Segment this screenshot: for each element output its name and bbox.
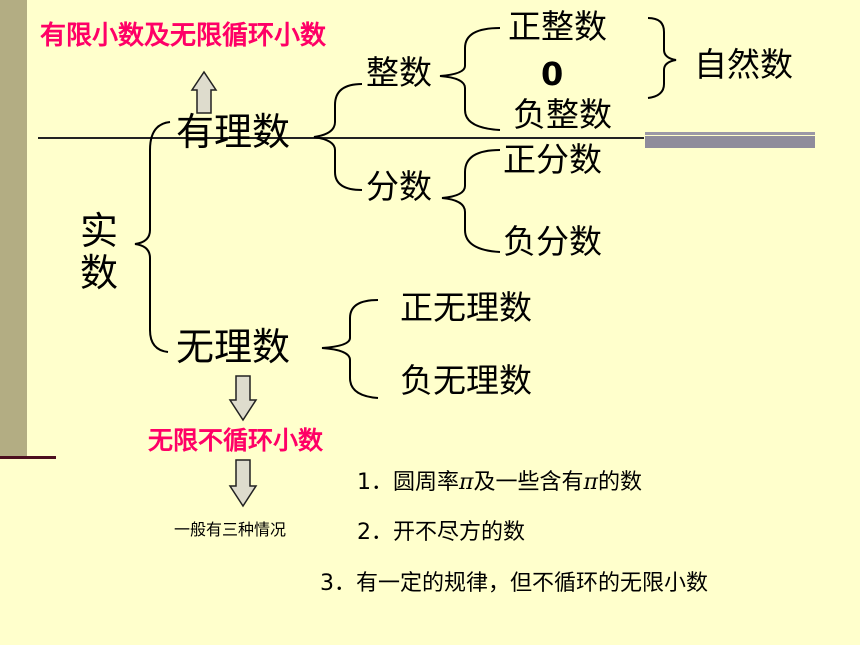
down-arrow-icon [228, 375, 258, 422]
negative-irrational-label: 负无理数 [400, 361, 532, 400]
positive-integer-label: 正整数 [508, 7, 607, 46]
sidebar-bar [0, 0, 27, 456]
case-1: 1．圆周率π及一些含有π的数 [357, 470, 642, 495]
case-2: 2．开不尽方的数 [357, 520, 525, 545]
natural-number-label: 自然数 [694, 45, 793, 84]
positive-irrational-label: 正无理数 [400, 288, 532, 327]
fraction-label: 分数 [366, 167, 432, 206]
top-note: 有限小数及无限循环小数 [40, 21, 327, 51]
natural-brace [647, 17, 677, 99]
integer-label: 整数 [366, 53, 432, 92]
negative-integer-label: 负整数 [513, 95, 612, 134]
irrational-label: 无理数 [176, 325, 291, 369]
rational-label: 有理数 [176, 110, 291, 154]
case-3: 3．有一定的规律，但不循环的无限小数 [320, 571, 708, 596]
horizontal-rule [38, 137, 644, 139]
real-number-label-1: 实 [80, 209, 119, 253]
fraction-brace [441, 149, 501, 253]
zero-label: 0 [541, 55, 564, 93]
decorative-band [645, 132, 815, 148]
slide-sidebar [0, 0, 56, 645]
down-arrow-icon [228, 459, 258, 508]
positive-fraction-label: 正分数 [503, 140, 602, 179]
three-cases-label: 一般有三种情况 [174, 520, 287, 539]
up-arrow-icon [190, 70, 218, 114]
integer-brace [439, 27, 501, 131]
real-number-label-2: 数 [80, 251, 119, 295]
irrational-brace [321, 299, 379, 399]
real-brace [134, 121, 171, 353]
sidebar-foot-line [0, 456, 56, 459]
negative-fraction-label: 负分数 [503, 222, 602, 261]
rational-brace [313, 83, 363, 191]
irrational-note: 无限不循环小数 [148, 426, 324, 455]
